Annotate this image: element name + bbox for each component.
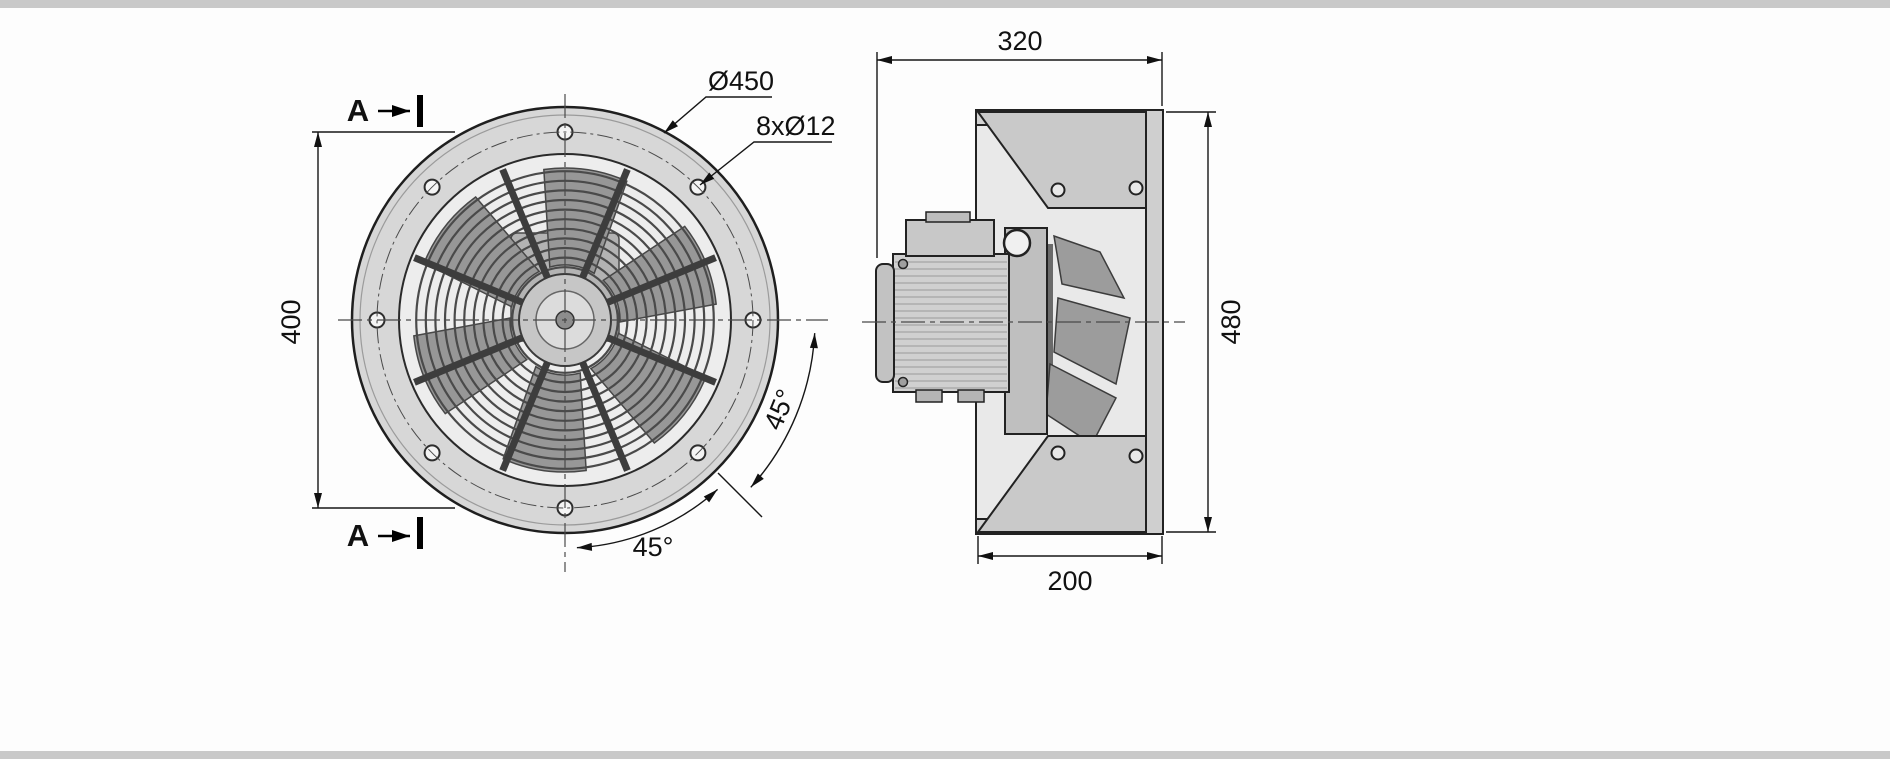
dim-mounting-holes: 8xØ12 bbox=[699, 111, 836, 186]
front-centerlines bbox=[338, 94, 828, 572]
impeller-side bbox=[1045, 234, 1131, 446]
motor-foot bbox=[915, 389, 943, 403]
dim-label-bolt-circle: 400 bbox=[276, 299, 306, 344]
dim-label-casing-depth: 200 bbox=[1047, 566, 1092, 596]
fan-front-view: 400 Ø450 8xØ12 A A 45° bbox=[276, 66, 836, 572]
window-edge-bottom bbox=[0, 751, 1890, 759]
dim-label-overall-depth: 320 bbox=[997, 26, 1042, 56]
window-edge-top bbox=[0, 0, 1890, 8]
section-label-a-bottom: A bbox=[347, 518, 369, 553]
dim-label-overall-height: 480 bbox=[1216, 299, 1246, 344]
dim-bolt-circle-400: 400 bbox=[276, 131, 455, 509]
dim-outer-diameter: Ø450 bbox=[663, 66, 774, 134]
section-marker-top: A bbox=[347, 93, 423, 128]
motor-assembly bbox=[875, 211, 1048, 435]
motor-foot bbox=[957, 389, 985, 403]
motor-rear-cap bbox=[875, 263, 895, 383]
motor-flange bbox=[1004, 227, 1048, 435]
dim-hole-angles: 45° 45° bbox=[576, 333, 818, 562]
motor-bolt bbox=[897, 376, 909, 388]
cable-gland-hole bbox=[1002, 228, 1032, 258]
fan-side-view: 320 480 200 bbox=[862, 26, 1246, 596]
section-marker-bottom: A bbox=[347, 517, 423, 553]
mounting-bracket-top bbox=[976, 111, 1147, 209]
dim-overall-height-480: 480 bbox=[1166, 111, 1246, 533]
dim-overall-depth-320: 320 bbox=[876, 26, 1163, 258]
dim-label-mounting-holes: 8xØ12 bbox=[756, 111, 836, 141]
motor-body bbox=[892, 253, 1010, 393]
dim-label-angle-lower: 45° bbox=[633, 532, 674, 562]
dim-label-outer-diameter: Ø450 bbox=[708, 66, 774, 96]
bolt-circle-centerline bbox=[376, 131, 754, 509]
section-label-a-top: A bbox=[347, 93, 369, 128]
motor-bolt bbox=[897, 258, 909, 270]
terminal-box-lid bbox=[925, 211, 971, 223]
motor-fins bbox=[895, 261, 1007, 389]
terminal-box bbox=[905, 219, 995, 257]
dim-casing-depth-200: 200 bbox=[977, 536, 1163, 596]
